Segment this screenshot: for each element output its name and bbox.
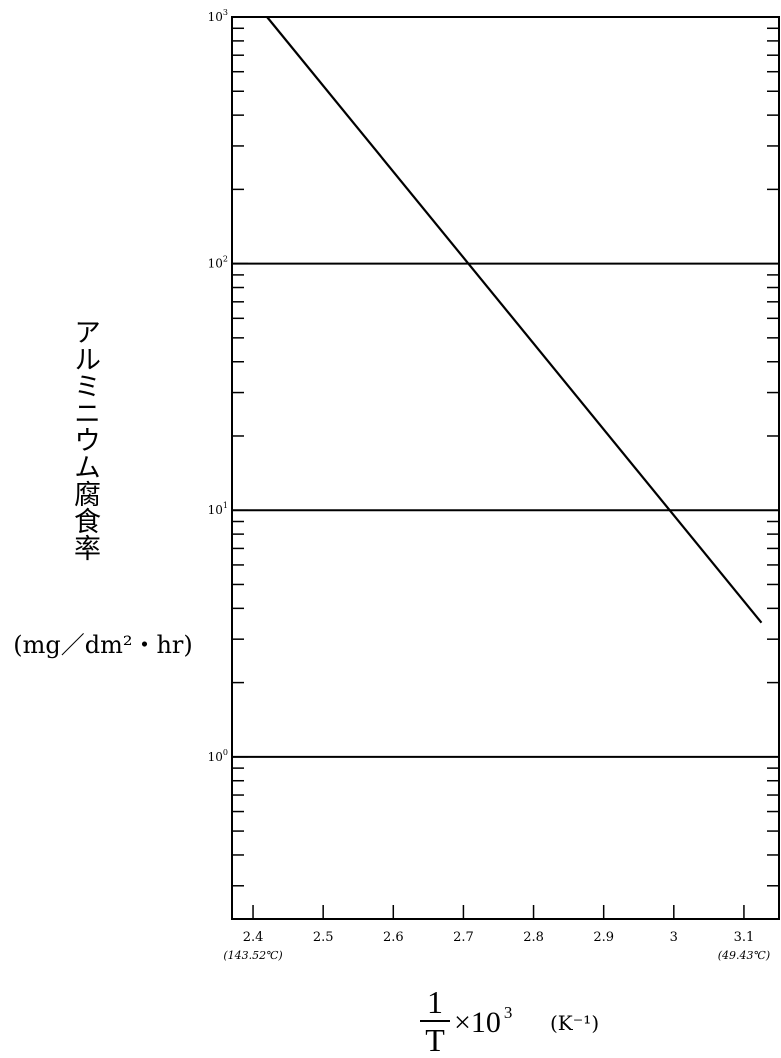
plot-frame: [231, 16, 780, 920]
x-tick-label: 3: [670, 930, 678, 945]
y-tick-label-base: 10: [208, 257, 223, 271]
y-tick-label: 102: [208, 255, 228, 271]
y-tick-label-exponent: 1: [223, 501, 228, 510]
x-tick-label: 2.8: [523, 930, 544, 945]
y-tick-label: 100: [208, 748, 228, 764]
y-tick-label-exponent: 3: [223, 8, 228, 17]
y-tick-label-base: 10: [208, 503, 223, 517]
x-axis-fraction-bar: [420, 1020, 450, 1022]
y-tick-label-exponent: 0: [223, 748, 228, 757]
x-tick-label: 3.1: [734, 930, 755, 945]
y-tick-label-exponent: 2: [223, 255, 228, 264]
x-axis-fraction-denominator: T: [425, 1022, 445, 1058]
x-axis-multiplier-exponent: 3: [503, 1003, 513, 1022]
x-tick-label: 2.4: [243, 930, 264, 945]
x-axis-unit: (K⁻¹): [550, 1011, 600, 1035]
x-tick-label: 2.9: [593, 930, 614, 945]
x-axis-multiplier-base: ×10: [454, 1006, 501, 1039]
y-tick-label-base: 10: [208, 750, 223, 764]
x-axis-fraction-numerator: 1: [427, 984, 443, 1020]
x-tick-label: 2.6: [383, 930, 404, 945]
y-tick-label: 101: [208, 501, 228, 517]
y-tick-label: 103: [208, 8, 228, 24]
y-axis-unit: (mg／dm²・hr): [13, 631, 193, 659]
y-tick-label-base: 10: [208, 10, 223, 24]
y-axis-label: アルミニウム腐食率: [69, 318, 100, 561]
series-line: [266, 16, 763, 624]
x-tick-label: 2.7: [453, 930, 474, 945]
x-axis-fraction: 1 T: [420, 985, 450, 1057]
x-tick-label: 2.5: [313, 930, 334, 945]
x-tick-sublabel: (49.43℃): [718, 949, 770, 962]
x-tick-sublabel: (143.52℃): [223, 949, 282, 962]
